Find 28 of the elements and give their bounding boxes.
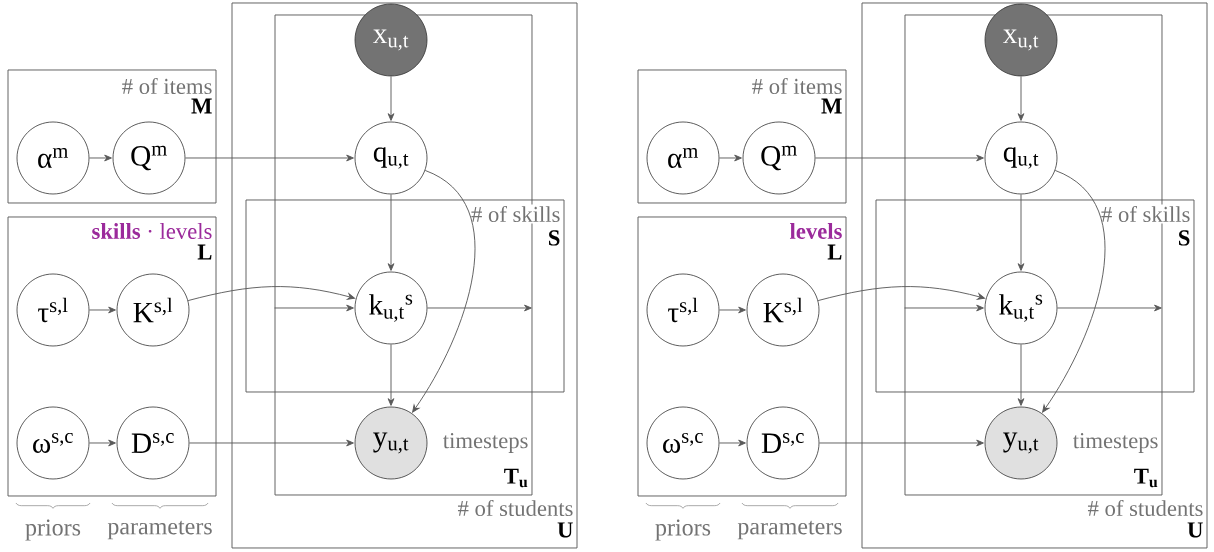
arrow xyxy=(817,286,986,302)
arrow xyxy=(184,154,354,162)
arrow xyxy=(1017,75,1025,121)
arrow xyxy=(88,306,116,314)
arrow xyxy=(718,306,746,314)
arrow xyxy=(1017,343,1025,406)
arrow xyxy=(818,439,984,447)
arrow xyxy=(718,154,742,162)
arrow xyxy=(387,193,395,271)
arrow xyxy=(188,439,354,447)
arrow xyxy=(187,286,356,302)
arrow xyxy=(904,304,984,312)
arrow xyxy=(88,439,116,447)
arrow xyxy=(814,154,984,162)
arrow xyxy=(1017,193,1025,271)
arrow xyxy=(718,439,746,447)
arrow xyxy=(274,304,354,312)
arrow xyxy=(1042,170,1106,413)
axis-label: priors xyxy=(655,519,711,541)
axis-label: priors xyxy=(25,519,81,541)
axis-label: parameters xyxy=(737,520,842,540)
arrow xyxy=(1056,304,1162,312)
arrow xyxy=(88,154,112,162)
arrow xyxy=(412,170,476,413)
axis-label: parameters xyxy=(107,520,212,540)
arrow xyxy=(387,75,395,121)
arrow xyxy=(387,343,395,406)
arrow xyxy=(426,304,532,312)
